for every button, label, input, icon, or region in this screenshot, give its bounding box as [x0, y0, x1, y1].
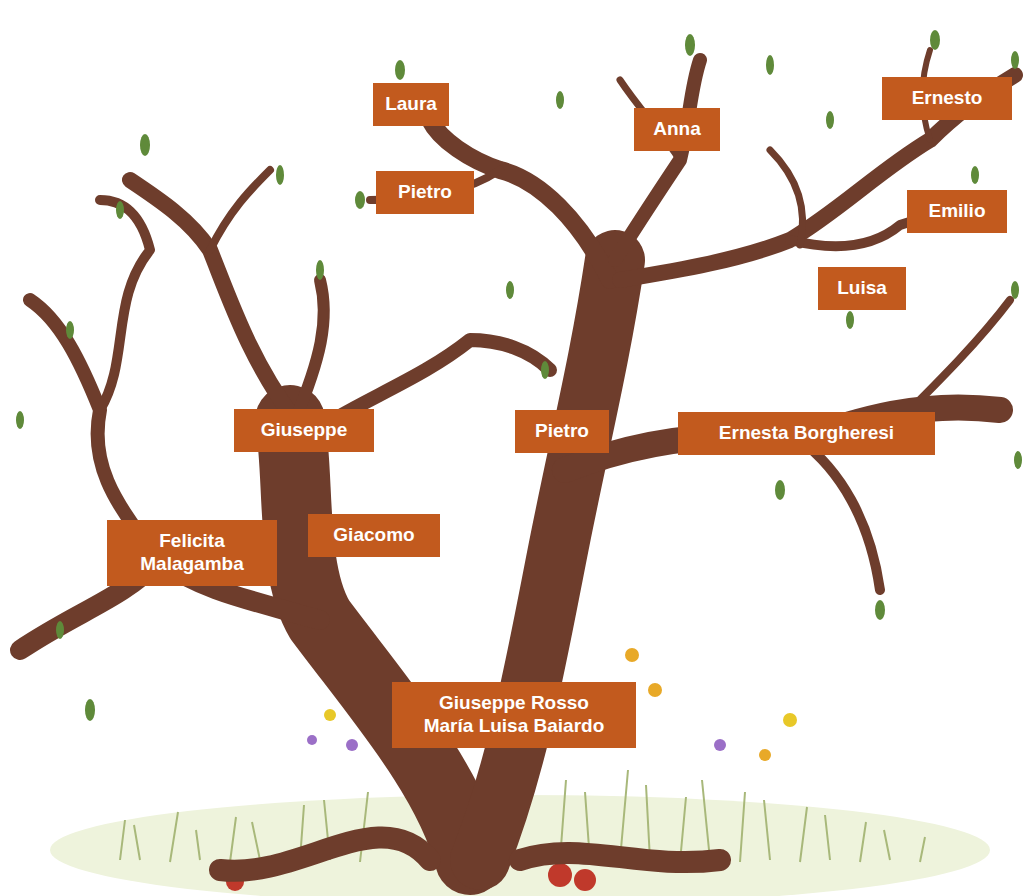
person-name: Emilio	[919, 200, 995, 223]
name-box: Luisa	[818, 267, 906, 310]
person-name: Laura	[385, 93, 437, 116]
person-name: Luisa	[830, 277, 894, 300]
name-box: Felicita Malagamba	[107, 520, 277, 586]
name-box: Giuseppe	[234, 409, 374, 452]
person-name: Pietro	[388, 181, 462, 204]
name-box: Giacomo	[308, 514, 440, 557]
person-name: Felicita Malagamba	[119, 530, 265, 576]
person-name: Ernesta Borgheresi	[690, 422, 923, 445]
name-box: Anna	[634, 108, 720, 151]
person-name: Ernesto	[894, 87, 1000, 110]
name-box: Emilio	[907, 190, 1007, 233]
name-box: Giuseppe RossoMaría Luisa Baiardo	[392, 682, 636, 748]
leaves	[16, 30, 1022, 721]
name-box: Pietro	[515, 410, 609, 453]
name-box: Pietro	[376, 171, 474, 214]
person-name: Giuseppe	[246, 419, 362, 442]
person-name: María Luisa Baiardo	[404, 715, 624, 738]
person-name: Giuseppe Rosso	[404, 692, 624, 715]
person-name: Giacomo	[320, 524, 428, 547]
name-box: Ernesto	[882, 77, 1012, 120]
name-box: Laura	[373, 83, 449, 126]
person-name: Pietro	[527, 420, 597, 443]
person-name: Anna	[646, 118, 708, 141]
branches	[20, 50, 1015, 871]
name-box: Ernesta Borgheresi	[678, 412, 935, 455]
